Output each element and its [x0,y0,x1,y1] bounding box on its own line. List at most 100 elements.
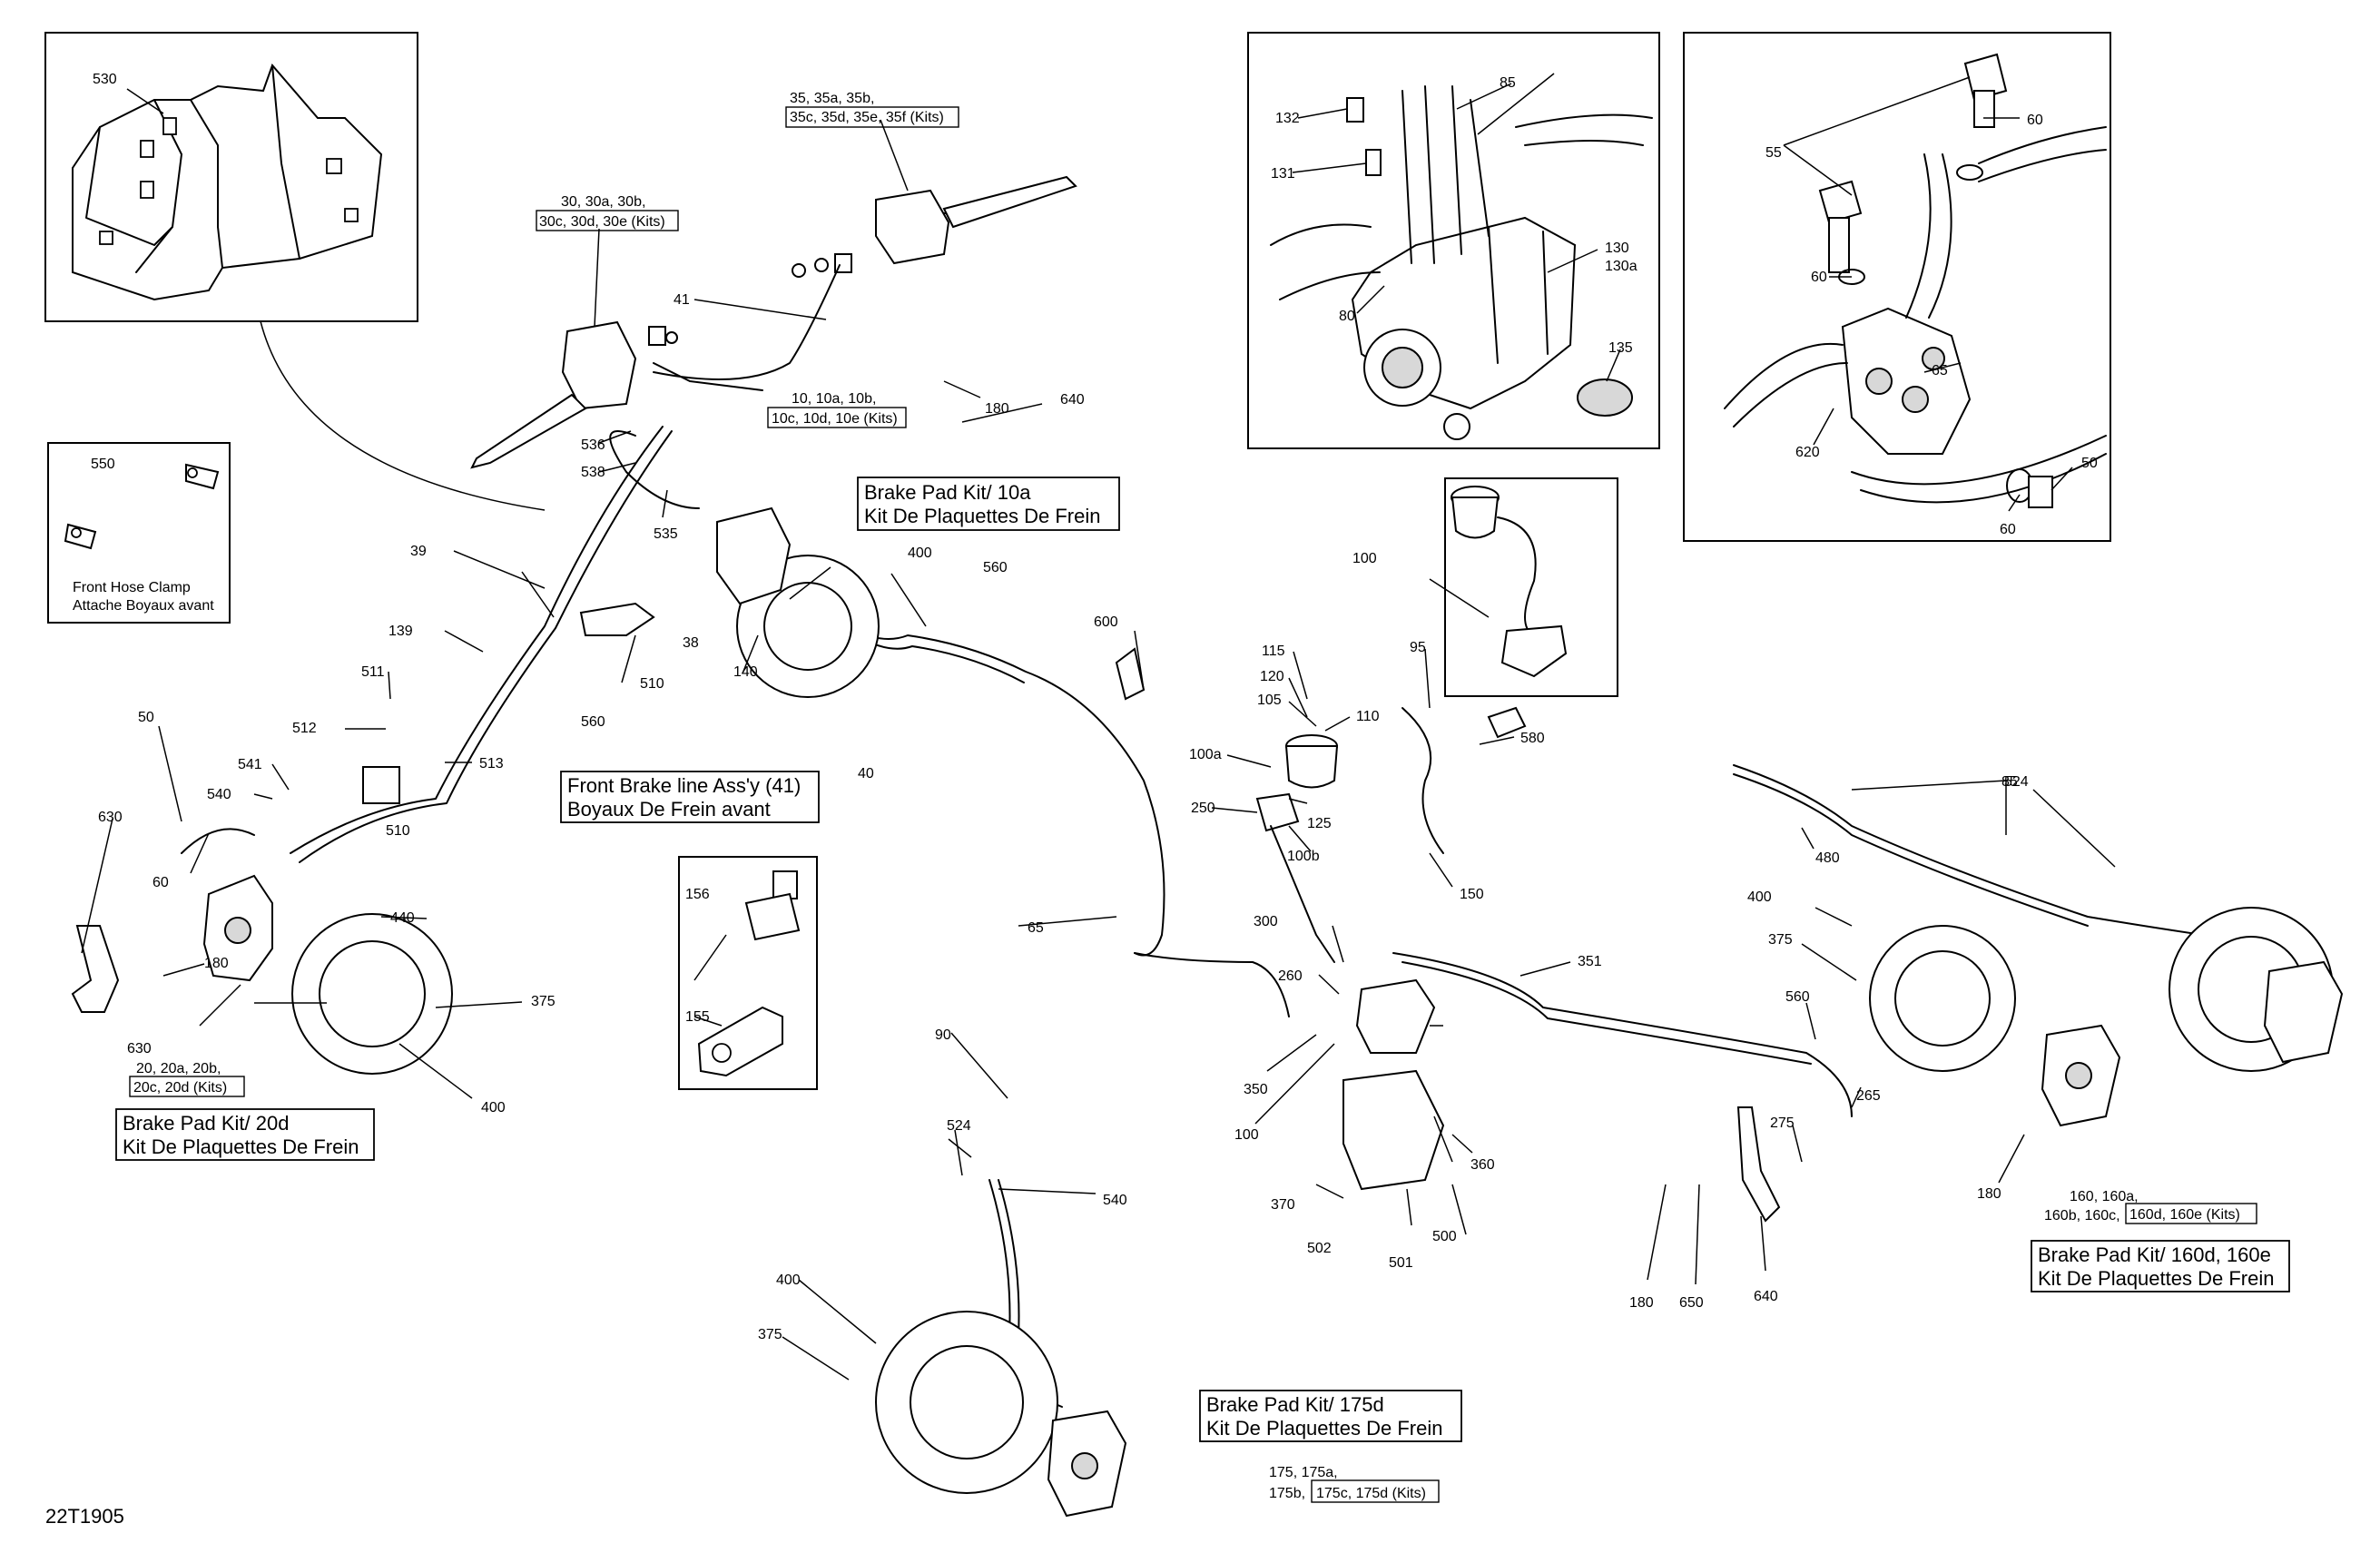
part-label: 375 [1768,932,1793,948]
part-label: 560 [1785,989,1810,1005]
part-label: 400 [776,1273,801,1288]
front-hose-clamp-art [64,463,220,550]
caption-line: Kit De Plaquettes De Frein [1206,1417,1442,1440]
kit-label-line: 160, 160a, [2070,1189,2139,1204]
part-label: 80 [1339,309,1355,324]
part-label: 530 [93,72,117,87]
caption-front-pad-kit: Brake Pad Kit/ 10a Kit De Plaquettes De … [857,477,1120,531]
clamp-caption-line: Attache Boyaux avant [73,598,214,614]
caption-rear-left-pad-kit: Brake Pad Kit/ 175d Kit De Plaquettes De… [1199,1390,1462,1442]
kit-box [2125,1203,2257,1224]
part-label: 65 [1028,920,1044,936]
kit-label-10: 10, 10a, 10b, 10c, 10d, 10e (Kits) [767,391,907,428]
kit-labels: 35, 35a, 35b, 35c, 35d, 35e, 35f (Kits) … [129,91,2257,1503]
part-label: 139 [388,624,413,639]
part-label: 41 [674,292,690,308]
part-label: 600 [1094,614,1118,630]
caption-box [560,771,820,823]
caption-line: Kit De Plaquettes De Frein [123,1135,359,1158]
part-label: 541 [238,757,262,772]
part-label: 502 [1307,1241,1332,1256]
rear-left-wheel-art [875,1311,1127,1518]
kit-label-line: 20c, 20d (Kits) [133,1080,227,1096]
part-label: 60 [2027,113,2043,128]
caption-box [115,1108,375,1161]
part-label: 180 [1977,1186,2001,1202]
part-label: 55 [1765,145,1782,161]
part-label: 540 [207,787,231,802]
part-label: 110 [1356,709,1380,724]
caption-left-pad-kit: Brake Pad Kit/ 20d Kit De Plaquettes De … [115,1108,375,1161]
part-label: 640 [1754,1289,1778,1304]
part-label: 480 [1815,850,1840,866]
part-label: 60 [1811,270,1827,285]
inset-frames [44,32,2111,1090]
part-label: 511 [361,664,385,680]
kit-box [767,407,907,428]
part-label: 250 [1191,801,1215,816]
part-label: 620 [1795,445,1820,460]
caption-box [1199,1390,1462,1442]
front-right-wheel-art [579,506,880,698]
part-label: 130a [1605,259,1637,274]
clamp-inset-caption: Front Hose Clamp Attache Boyaux avant [73,580,214,614]
part-label: 100b [1287,849,1320,864]
caption-box [857,477,1120,531]
inset-reservoir [1444,477,1618,697]
part-label: 150 [1460,887,1484,902]
kit-label-line: 35, 35a, 35b, [790,91,874,106]
part-label: 500 [1432,1229,1457,1244]
kit-label-line: 20, 20a, 20b, [136,1061,221,1076]
part-label: 120 [1260,669,1284,684]
part-label: 65 [1932,363,1948,378]
part-label: 100 [1352,551,1377,566]
part-label: 300 [1254,914,1278,929]
front-brake-lines-art [181,264,1290,1017]
part-label: 180 [204,956,229,971]
part-label: 105 [1257,693,1282,708]
abs-module-art [1270,85,1653,440]
rear-master-pedal-art [1115,647,1527,1191]
part-label: 550 [91,457,115,472]
mounting-bracket-art [72,64,383,301]
part-label: 50 [138,710,154,725]
kit-label-line: 160d, 160e (Kits) [2129,1207,2240,1223]
part-label: 50 [2081,456,2098,471]
kit-label-30: 30, 30a, 30b, 30c, 30d, 30e (Kits) [536,194,679,231]
part-label: 38 [683,635,699,651]
kit-label-line: 30c, 30d, 30e (Kits) [539,214,665,230]
part-label: 350 [1244,1082,1268,1097]
caption-line: Brake Pad Kit/ 20d [123,1112,289,1135]
part-label: 265 [1856,1088,1881,1104]
part-label: 140 [733,664,758,680]
part-label: 640 [1060,392,1085,408]
caption-line: Brake Pad Kit/ 160d, 160e [2038,1243,2271,1266]
part-label: 513 [479,756,504,772]
part-label: 135 [1608,340,1633,356]
bracket-callout-arc [260,320,546,511]
caption-front-brake-line: Front Brake line Ass'y (41) Boyaux De Fr… [560,771,820,823]
part-label: 510 [640,676,664,692]
kit-label-line: 160b, 160c, [2044,1208,2120,1224]
inset-proportioning-valve [1683,32,2111,542]
part-label: 524 [947,1118,971,1134]
part-label: 85 [1500,75,1516,91]
inset-bracket [44,32,418,322]
part-label: 630 [127,1041,152,1057]
kit-box [129,1076,245,1097]
part-label: 538 [581,465,605,480]
part-label: 375 [531,994,556,1009]
part-label: 131 [1271,166,1295,182]
part-label: 560 [581,714,605,730]
front-left-wheel-art [71,766,453,1075]
part-label: 510 [386,823,410,839]
part-label: 400 [1747,889,1772,905]
part-label: 180 [1629,1295,1654,1311]
kit-box [1311,1479,1440,1503]
caption-line: Kit De Plaquettes De Frein [864,505,1100,527]
part-label: 100 [1234,1127,1259,1143]
part-label: 125 [1307,816,1332,831]
part-label: 630 [98,810,123,825]
rear-right-wheel-art [1736,907,2344,1223]
caption-rear-right-pad-kit: Brake Pad Kit/ 160d, 160e Kit De Plaquet… [2031,1240,2290,1292]
